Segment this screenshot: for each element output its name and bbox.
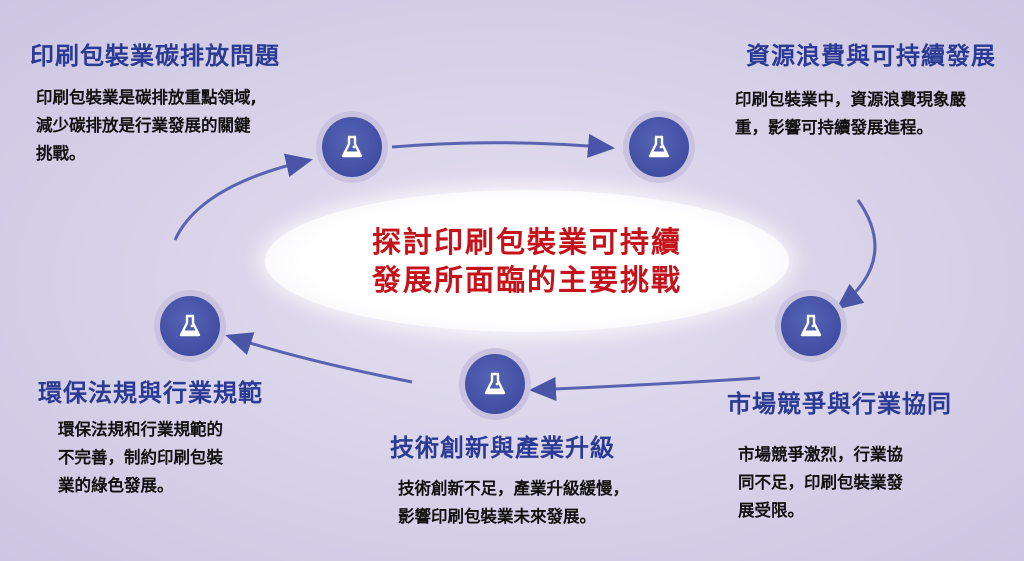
- arrow-2: [835, 199, 877, 310]
- central-topic-line: 發展所面臨的主要挑戰: [371, 263, 682, 297]
- title-market: 市場競爭與行業協同: [727, 390, 952, 418]
- node-2: [623, 111, 695, 183]
- title-tech: 技術創新與產業升級: [390, 434, 615, 462]
- title-carbon: 印刷包裝業碳排放問題: [30, 42, 280, 70]
- flask-icon: [160, 296, 220, 356]
- title-resource: 資源浪費與可持續發展: [746, 42, 996, 70]
- body-regulation: 環保法規和行業規範的不完善，制約印刷包裝業的綠色發展。: [58, 420, 223, 495]
- body-resource: 印刷包裝業中，資源浪費現象嚴重，影響可持續發展進程。: [735, 90, 966, 137]
- node-3: [775, 290, 847, 362]
- body-carbon: 印刷包裝業是碳排放重點領域,減少碳排放是行業發展的關鍵挑戰。: [36, 88, 257, 163]
- body-tech: 技術創新不足，產業升級緩慢，影響印刷包裝業未來發展。: [398, 479, 629, 526]
- flask-icon: [465, 354, 525, 414]
- arrow-5: [173, 153, 313, 241]
- arrow-3: [529, 376, 761, 401]
- flask-icon: [322, 117, 382, 177]
- node-5: [154, 290, 226, 362]
- flask-icon: [781, 296, 841, 356]
- flask-icon: [629, 117, 689, 177]
- arrow-4: [225, 332, 413, 384]
- central-topic: 探討印刷包裝業可持續 發展所面臨的主要挑戰: [265, 190, 789, 332]
- node-1: [316, 111, 388, 183]
- node-4: [459, 348, 531, 420]
- central-topic-line: 探討印刷包裝業可持續: [371, 225, 682, 259]
- body-market: 市場競爭激烈，行業協同不足，印刷包裝業發展受限。: [738, 445, 903, 520]
- arrow-1: [391, 133, 615, 158]
- title-regulation: 環保法規與行業規範: [38, 379, 263, 407]
